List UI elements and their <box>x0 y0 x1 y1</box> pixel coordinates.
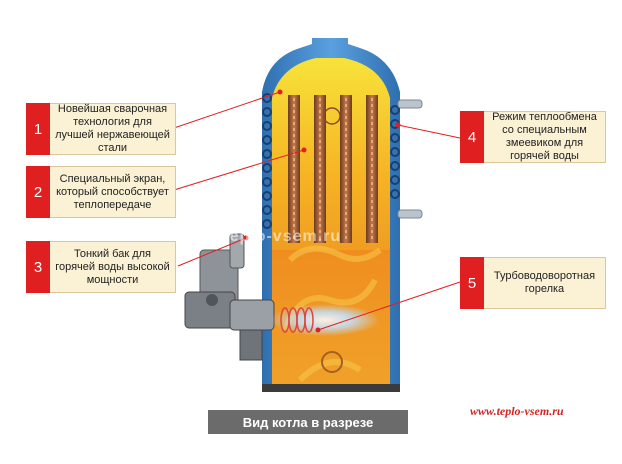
callout-text: Новейшая сварочная технология для лучшей… <box>50 103 176 155</box>
callout-leader-dots <box>243 89 401 333</box>
callout-2: 2 Специальный экран, который способствуе… <box>26 166 176 218</box>
callout-1: 1 Новейшая сварочная технология для лучш… <box>26 103 176 155</box>
callout-leader-lines <box>173 91 461 331</box>
site-link[interactable]: www.teplo-vsem.ru <box>470 404 564 418</box>
callout-text: Режим теплообмена со специальным змеевик… <box>484 111 606 163</box>
callout-4: 4 Режим теплообмена со специальным змеев… <box>460 111 606 163</box>
callout-number: 5 <box>460 257 484 309</box>
sight-glass <box>321 351 343 373</box>
left-coil-rings <box>262 93 272 229</box>
watermark-text: Teplo-vsem.ru <box>220 228 342 245</box>
callout-number: 3 <box>26 241 50 293</box>
burner-assembly <box>184 233 275 361</box>
burner-coil <box>280 307 314 333</box>
tube-inspection-marker <box>323 107 341 125</box>
cold-water-inlet-pipe <box>397 209 423 219</box>
boiler-base <box>262 384 400 392</box>
callout-number: 2 <box>26 166 50 218</box>
diagram-caption: Вид котла в разрезе <box>208 410 408 434</box>
heat-exchange-tubes <box>288 95 378 243</box>
callout-5: 5 Турбоводоворотная горелка <box>460 257 606 309</box>
callout-text: Тонкий бак для горячей воды высокой мощн… <box>50 241 176 293</box>
callout-number: 1 <box>26 103 50 155</box>
callout-number: 4 <box>460 111 484 163</box>
callout-3: 3 Тонкий бак для горячей воды высокой мо… <box>26 241 176 293</box>
callout-text: Специальный экран, который способствует … <box>50 166 176 218</box>
hot-water-outlet-pipe <box>397 99 423 109</box>
callout-text: Турбоводоворотная горелка <box>484 257 606 309</box>
